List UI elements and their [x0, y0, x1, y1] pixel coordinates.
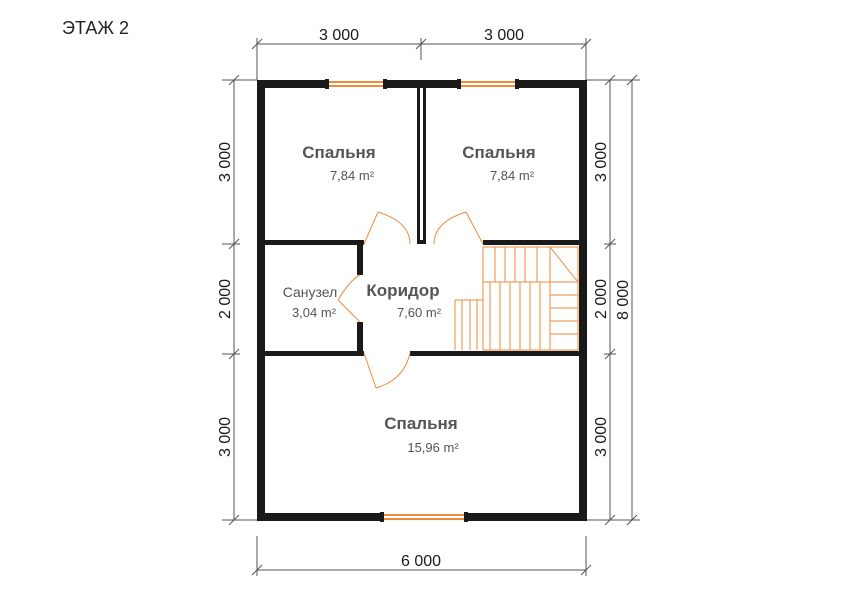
dim-bottom-total: 6 000: [401, 553, 441, 570]
dim-left-upper: 3 000: [217, 142, 234, 182]
room-name-bedroom-top-right: Спальня: [462, 143, 535, 162]
floor-title: ЭТАЖ 2: [62, 18, 129, 38]
dim-right-lower: 3 000: [593, 417, 610, 457]
room-area-bathroom: 3,04 m²: [292, 305, 337, 320]
dim-right-total: 8 000: [615, 280, 632, 320]
dimension-lines: [222, 38, 640, 576]
dim-top-left: 3 000: [319, 27, 359, 44]
dim-right-middle: 2 000: [593, 279, 610, 319]
windows: [325, 79, 519, 522]
room-name-corridor: Коридор: [366, 281, 439, 300]
room-area-bedroom-bottom: 15,96 m²: [407, 440, 459, 455]
dim-left-lower: 3 000: [217, 417, 234, 457]
room-name-bathroom: Санузел: [283, 284, 338, 300]
room-area-bedroom-top-right: 7,84 m²: [490, 168, 535, 183]
room-area-bedroom-top-left: 7,84 m²: [330, 168, 375, 183]
room-area-corridor: 7,60 m²: [397, 305, 442, 320]
staircase: [454, 246, 579, 351]
doors: [337, 211, 484, 389]
room-name-bedroom-bottom: Спальня: [384, 414, 457, 433]
dim-right-upper: 3 000: [593, 142, 610, 182]
dim-top-right: 3 000: [484, 27, 524, 44]
dim-left-middle: 2 000: [217, 279, 234, 319]
room-name-bedroom-top-left: Спальня: [302, 143, 375, 162]
